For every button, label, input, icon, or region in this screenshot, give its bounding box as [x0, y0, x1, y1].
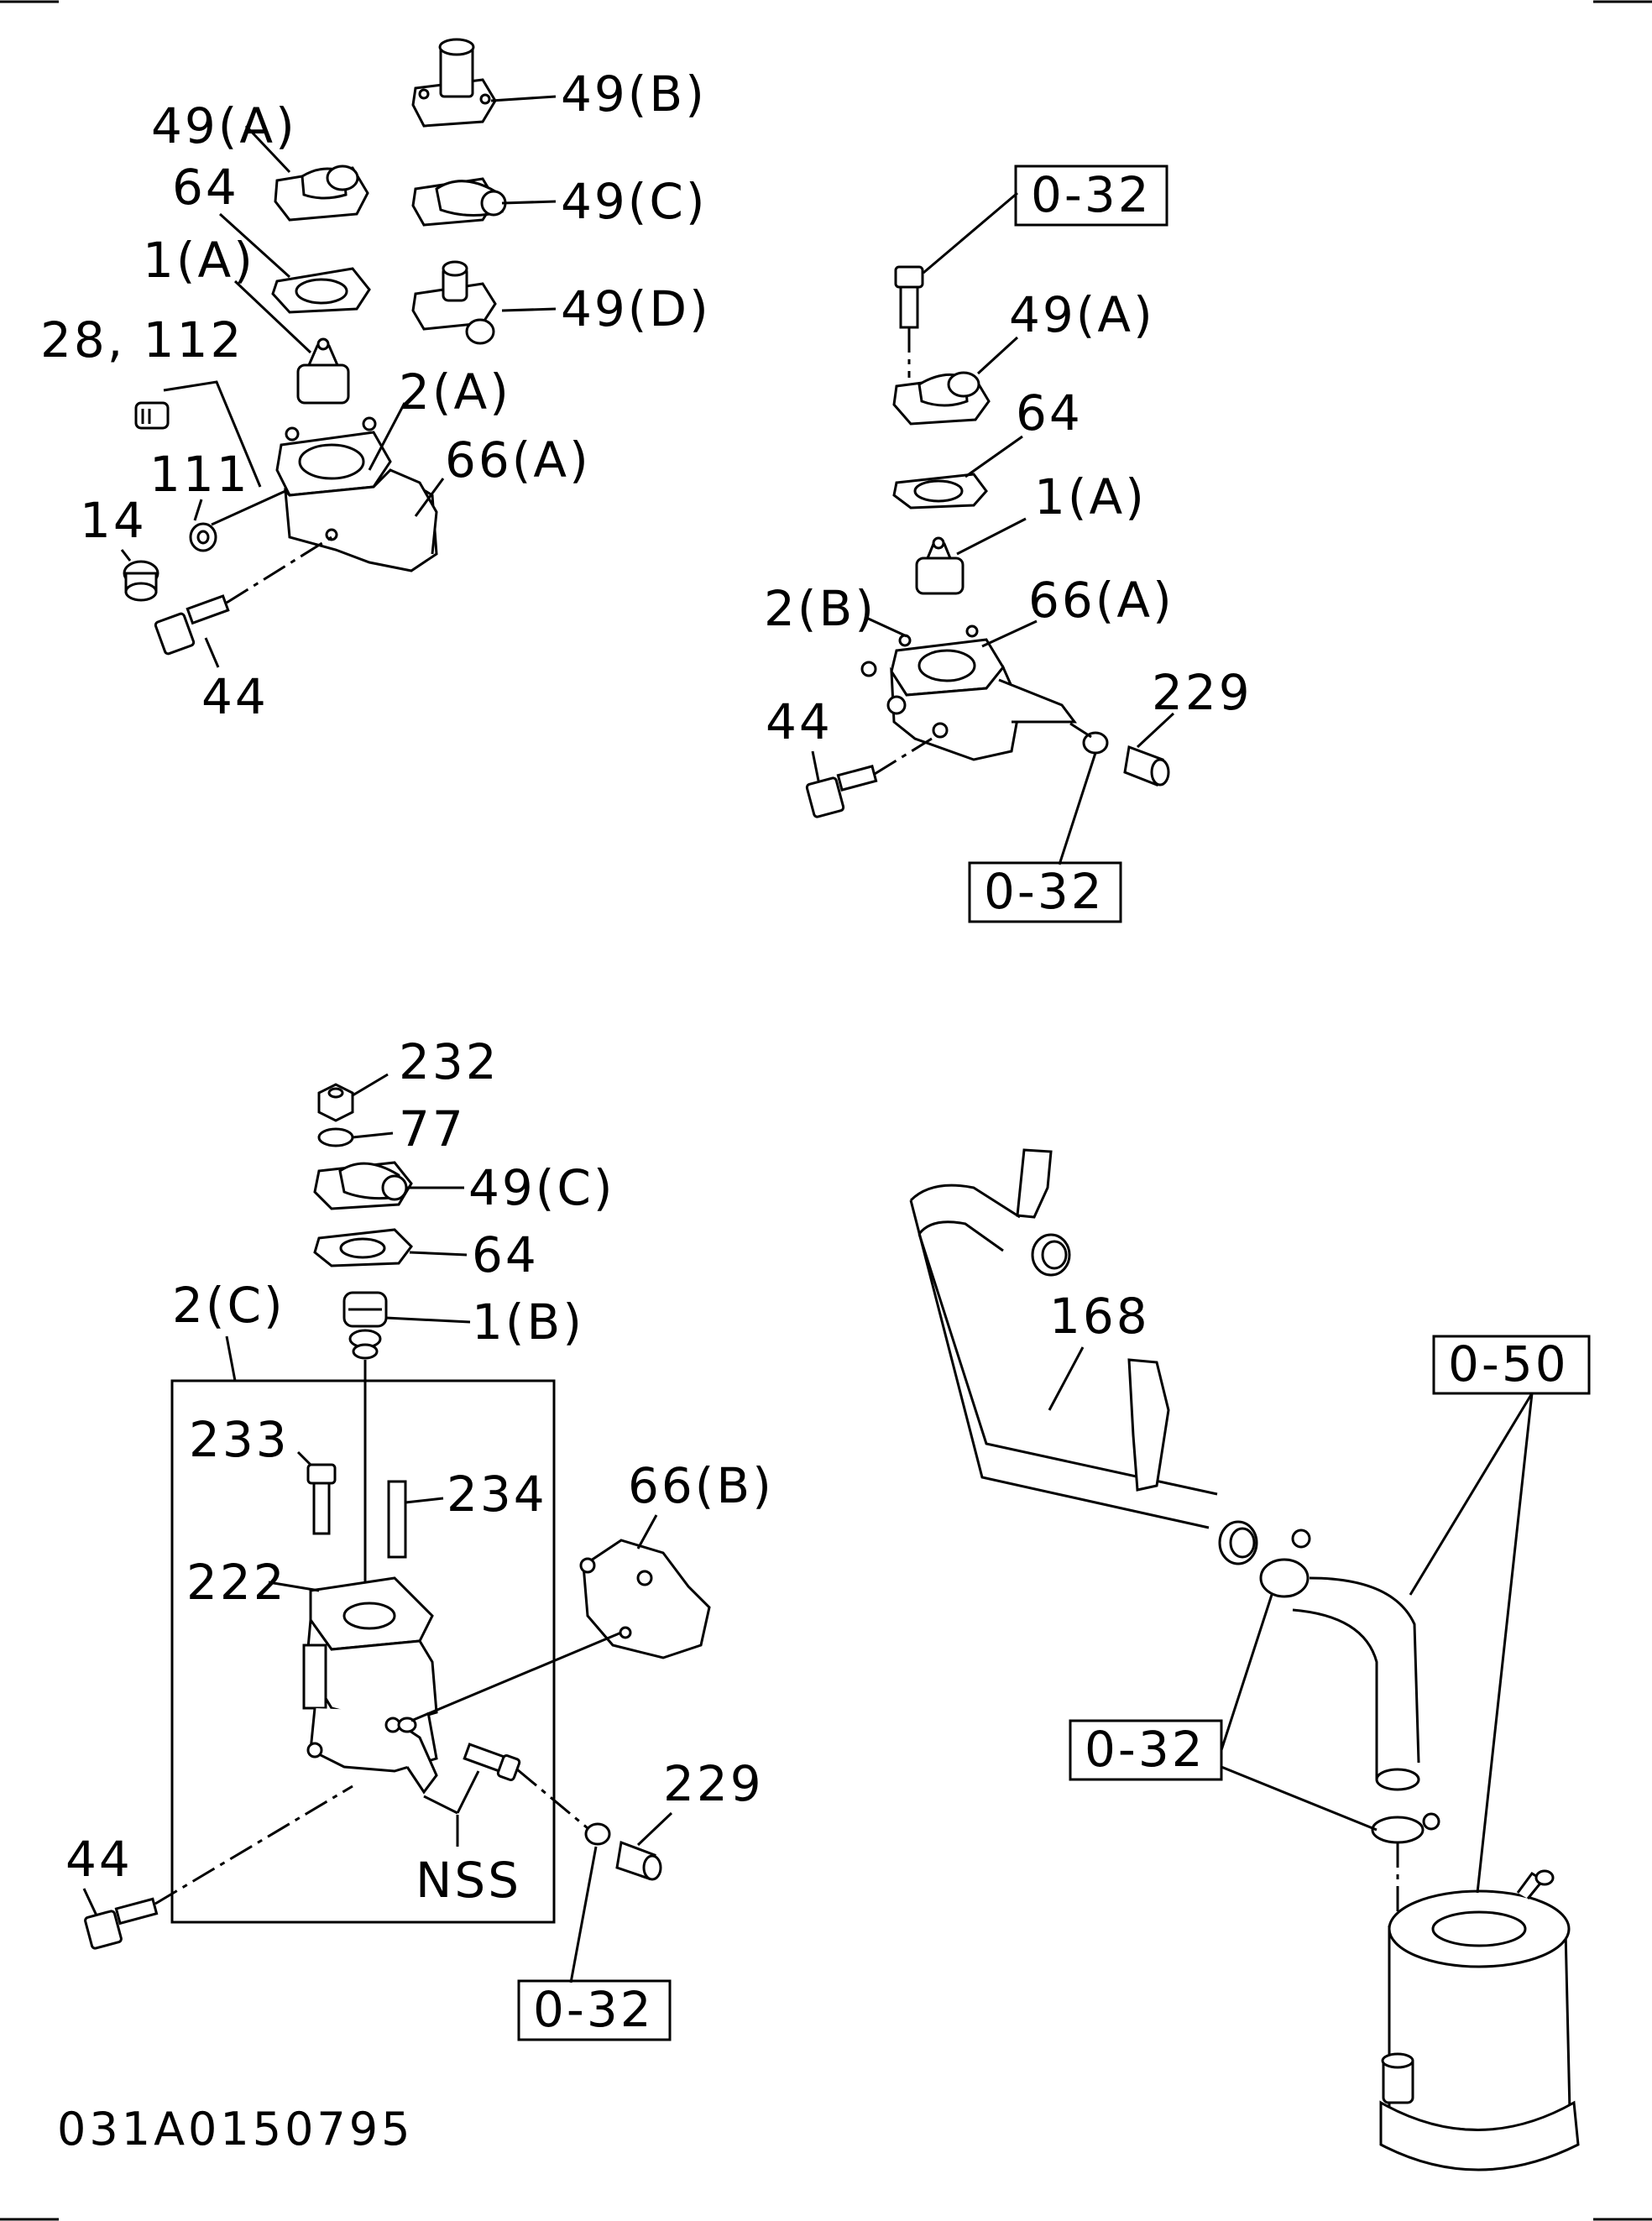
ref-box-0-32-mid: [968, 861, 1122, 923]
ref-0-32-top: 0-32: [1031, 166, 1152, 223]
bolt-icon: [84, 1897, 159, 1950]
label-44-bl: 44: [65, 1831, 133, 1888]
thermostat-housing-icon: [302, 1576, 438, 1795]
gasket-icon: [271, 267, 371, 314]
label-14: 14: [80, 492, 147, 549]
thermostat-icon: [296, 337, 350, 405]
label-66a-tr: 66(A): [1028, 572, 1174, 629]
label-nss: NSS: [416, 1852, 521, 1909]
bolt-icon: [894, 265, 924, 329]
top-right-assembly: 0-32 49(A) 64 1(A): [764, 165, 1252, 923]
thermostat-housing-icon: [275, 416, 438, 572]
label-1a-tr: 1(A): [1034, 468, 1147, 525]
hose-clamp-icon: [1371, 1812, 1440, 1844]
label-66b: 66(B): [628, 1457, 774, 1514]
label-229-bl: 229: [663, 1755, 764, 1812]
thermostat-housing-icon: [892, 371, 991, 426]
label-49a-tr: 49(A): [1009, 286, 1155, 343]
assembly-box-2c: [170, 1379, 556, 1924]
label-28-112: 28, 112: [40, 311, 243, 368]
thermostat-housing-icon: [313, 1161, 413, 1210]
ref-0-32-bl: 0-32: [533, 1981, 654, 2038]
gasket-icon: [313, 1228, 413, 1267]
bolt-icon: [306, 1463, 337, 1535]
thermostat-icon: [342, 1291, 388, 1360]
thermostat-housing-icon: [411, 177, 507, 227]
label-49a: 49(A): [151, 97, 297, 154]
ref-0-32-br: 0-32: [1085, 1721, 1205, 1778]
label-49b: 49(B): [561, 65, 707, 123]
plug-icon: [134, 401, 170, 430]
hose-clamp-icon: [1259, 1529, 1311, 1598]
bottom-left-assembly: 232 77 49(C) 64 1(B): [65, 1033, 774, 2041]
thermostat-icon: [915, 536, 965, 595]
label-234: 234: [447, 1466, 547, 1523]
bolt-icon: [387, 1480, 407, 1559]
label-44: 44: [201, 668, 269, 725]
ref-box-0-50: [1432, 1335, 1591, 1395]
plug-icon: [615, 1840, 662, 1881]
label-2c: 2(C): [172, 1277, 285, 1334]
bolt-icon: [805, 765, 878, 818]
label-2a: 2(A): [399, 363, 511, 421]
label-49c: 49(C): [561, 173, 708, 230]
top-left-assembly: 49(B) 49(A) 49(C) 64: [40, 38, 711, 725]
label-44-tr: 44: [766, 693, 833, 750]
washer-icon: [189, 522, 217, 552]
drawing-code: 031A0150795: [57, 2103, 414, 2156]
washer-icon: [317, 1127, 354, 1147]
bottom-right-assembly: 168 0-50: [909, 1148, 1591, 2171]
label-64: 64: [172, 159, 239, 216]
label-111: 111: [149, 446, 250, 503]
label-49d: 49(D): [561, 280, 711, 337]
bolt-icon: [317, 1083, 354, 1122]
thermostat-housing-icon: [274, 165, 369, 222]
label-168: 168: [1049, 1288, 1150, 1345]
thermostat-housing-icon: [860, 624, 1077, 761]
reservoir-tank-icon: [1379, 1869, 1580, 2171]
label-222: 222: [186, 1554, 287, 1611]
label-229-tr: 229: [1152, 664, 1252, 721]
gasket-icon: [892, 473, 988, 510]
hose-clamp-icon: [584, 1822, 611, 1846]
plug-icon: [1123, 745, 1170, 787]
ref-0-50: 0-50: [1448, 1335, 1569, 1393]
label-66a: 66(A): [445, 431, 591, 489]
label-1b: 1(B): [472, 1293, 584, 1351]
plug-icon: [123, 560, 159, 602]
label-232: 232: [399, 1033, 499, 1090]
label-64-bl: 64: [472, 1226, 539, 1283]
bolt-icon: [463, 1743, 521, 1782]
label-49c-bl: 49(C): [468, 1159, 615, 1216]
ref-box-0-32-bl: [517, 1979, 672, 2041]
label-77: 77: [399, 1100, 466, 1158]
label-233: 233: [189, 1411, 290, 1468]
water-pipe-icon: [909, 1148, 1258, 1565]
label-1a: 1(A): [143, 232, 255, 289]
label-2b: 2(B): [764, 580, 876, 637]
label-64-tr: 64: [1016, 384, 1083, 442]
ref-0-32-mid: 0-32: [984, 863, 1105, 920]
thermostat-housing-icon: [411, 260, 497, 345]
thermostat-housing-icon: [411, 38, 497, 128]
bolt-icon: [154, 594, 230, 656]
